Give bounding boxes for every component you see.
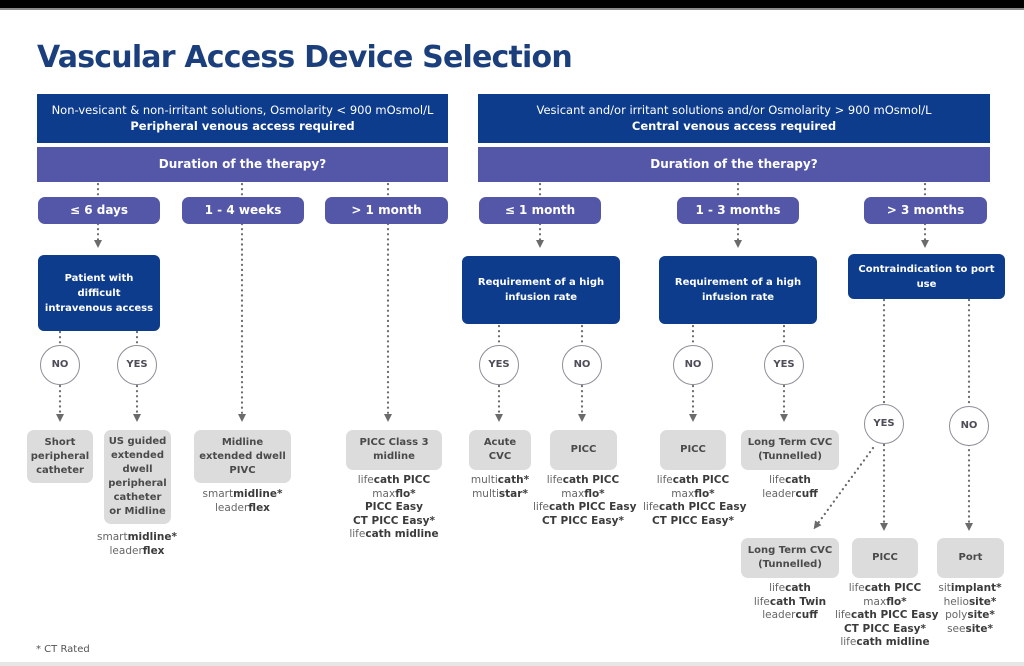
product-name: multicath*: [470, 474, 530, 486]
product-name: lifecath PICC Easy: [643, 501, 747, 513]
answer-yes: YES: [764, 345, 804, 385]
product-name: maxflo*: [561, 487, 605, 500]
result-picc: PICC: [550, 430, 617, 470]
product-name: lifecath midline: [349, 528, 439, 540]
product-name: maxflo*: [372, 487, 416, 500]
answer-yes: YES: [117, 345, 157, 385]
result-port: Port: [937, 538, 1004, 578]
top-bar: [0, 0, 1024, 10]
result-midline-extended-dwell-pivc: Midline extended dwell PIVC: [194, 430, 291, 483]
product-name: lifecath PICC Easy: [835, 609, 939, 621]
peripheral-condition: Non-vesicant & non-irritant solutions, O…: [51, 103, 434, 117]
result-picc: PICC: [852, 538, 918, 578]
footnote-ct-rated: * CT Rated: [36, 644, 90, 655]
product-name: lifecath Twin: [753, 595, 827, 608]
product-name: leadercuff: [762, 609, 818, 621]
product-name: CT PICC Easy*: [352, 514, 436, 527]
bottom-bar: [0, 662, 1024, 666]
connector: [813, 446, 875, 530]
product-name: CT PICC Easy*: [651, 514, 735, 527]
duration-gt-3-months: > 3 months: [864, 197, 987, 224]
product-name: lifecath: [769, 582, 811, 594]
duration-1-3-months: 1 - 3 months: [677, 197, 799, 224]
duration-gt-1-month-peripheral: > 1 month: [325, 197, 448, 224]
decision-difficult-iv-access: Patient with difficult intravenous acces…: [38, 255, 160, 331]
decision-high-infusion-rate-1: Requirement of a high infusion rate: [462, 256, 620, 324]
result-picc-class-3-midline: PICC Class 3 midline: [346, 430, 442, 470]
page-title: Vascular Access Device Selection: [37, 40, 573, 75]
product-name: lifecath: [769, 474, 811, 486]
product-name: smartmidline*: [202, 488, 283, 500]
product-name: lifecath midline: [840, 636, 930, 648]
central-duration-question: Duration of the therapy?: [478, 147, 990, 182]
answer-yes: YES: [479, 345, 519, 385]
product-name: smartmidline*: [97, 531, 177, 543]
products-us-guided: smartmidline*leaderflex: [97, 531, 177, 558]
duration-le-6-days: ≤ 6 days: [38, 197, 160, 224]
product-name: lifecath PICC: [546, 474, 620, 486]
decision-contraindication-port: Contraindication to port use: [848, 254, 1005, 299]
duration-1-4-weeks: 1 - 4 weeks: [182, 197, 304, 224]
product-name: sitimplant*: [938, 582, 1002, 594]
answer-no: NO: [949, 406, 989, 446]
product-name: maxflo*: [671, 487, 715, 500]
answer-no: NO: [562, 345, 602, 385]
result-acute-cvc: Acute CVC: [469, 430, 531, 470]
peripheral-duration-question: Duration of the therapy?: [37, 147, 448, 182]
product-name: maxflo*: [863, 595, 907, 608]
product-name: lifecath PICC: [357, 474, 431, 486]
answer-no: NO: [40, 345, 80, 385]
product-name: CT PICC Easy*: [541, 514, 625, 527]
products-midline: smartmidline*leaderflex: [194, 488, 291, 515]
product-name: leaderflex: [215, 501, 270, 514]
peripheral-requirement: Peripheral venous access required: [130, 119, 355, 133]
product-name: seesite*: [947, 622, 993, 635]
result-short-peripheral-catheter: Short peripheral catheter: [27, 430, 93, 483]
answer-no: NO: [673, 345, 713, 385]
product-name: heliosite*: [943, 595, 997, 608]
product-name: lifecath PICC: [656, 474, 730, 486]
product-name: CT PICC Easy*: [843, 622, 927, 635]
product-name: lifecath PICC: [848, 582, 922, 594]
product-name: lifecath PICC Easy: [533, 501, 637, 513]
product-name: polysite*: [945, 609, 995, 621]
result-long-term-cvc-tunnelled: Long Term CVC (Tunnelled): [741, 430, 839, 470]
product-name: PICC Easy: [364, 501, 424, 513]
central-condition-header: Vesicant and/or irritant solutions and/o…: [478, 94, 990, 143]
result-picc: PICC: [660, 430, 726, 470]
products-acute-cvc: multicath*multistar*: [460, 474, 540, 501]
products-port: sitimplant*heliosite*polysite*seesite*: [930, 582, 1010, 636]
peripheral-condition-header: Non-vesicant & non-irritant solutions, O…: [37, 94, 448, 143]
central-condition: Vesicant and/or irritant solutions and/o…: [536, 103, 932, 117]
product-name: leadercuff: [762, 487, 818, 500]
result-long-term-cvc-tunnelled: Long Term CVC (Tunnelled): [741, 538, 839, 578]
product-name: multistar*: [472, 487, 528, 500]
duration-le-1-month: ≤ 1 month: [479, 197, 601, 224]
decision-high-infusion-rate-2: Requirement of a high infusion rate: [659, 256, 817, 324]
result-us-guided-extended-dwell: US guided extended dwell peripheral cath…: [104, 430, 171, 524]
answer-yes: YES: [864, 404, 904, 444]
product-name: leaderflex: [109, 544, 165, 557]
central-requirement: Central venous access required: [631, 119, 837, 133]
